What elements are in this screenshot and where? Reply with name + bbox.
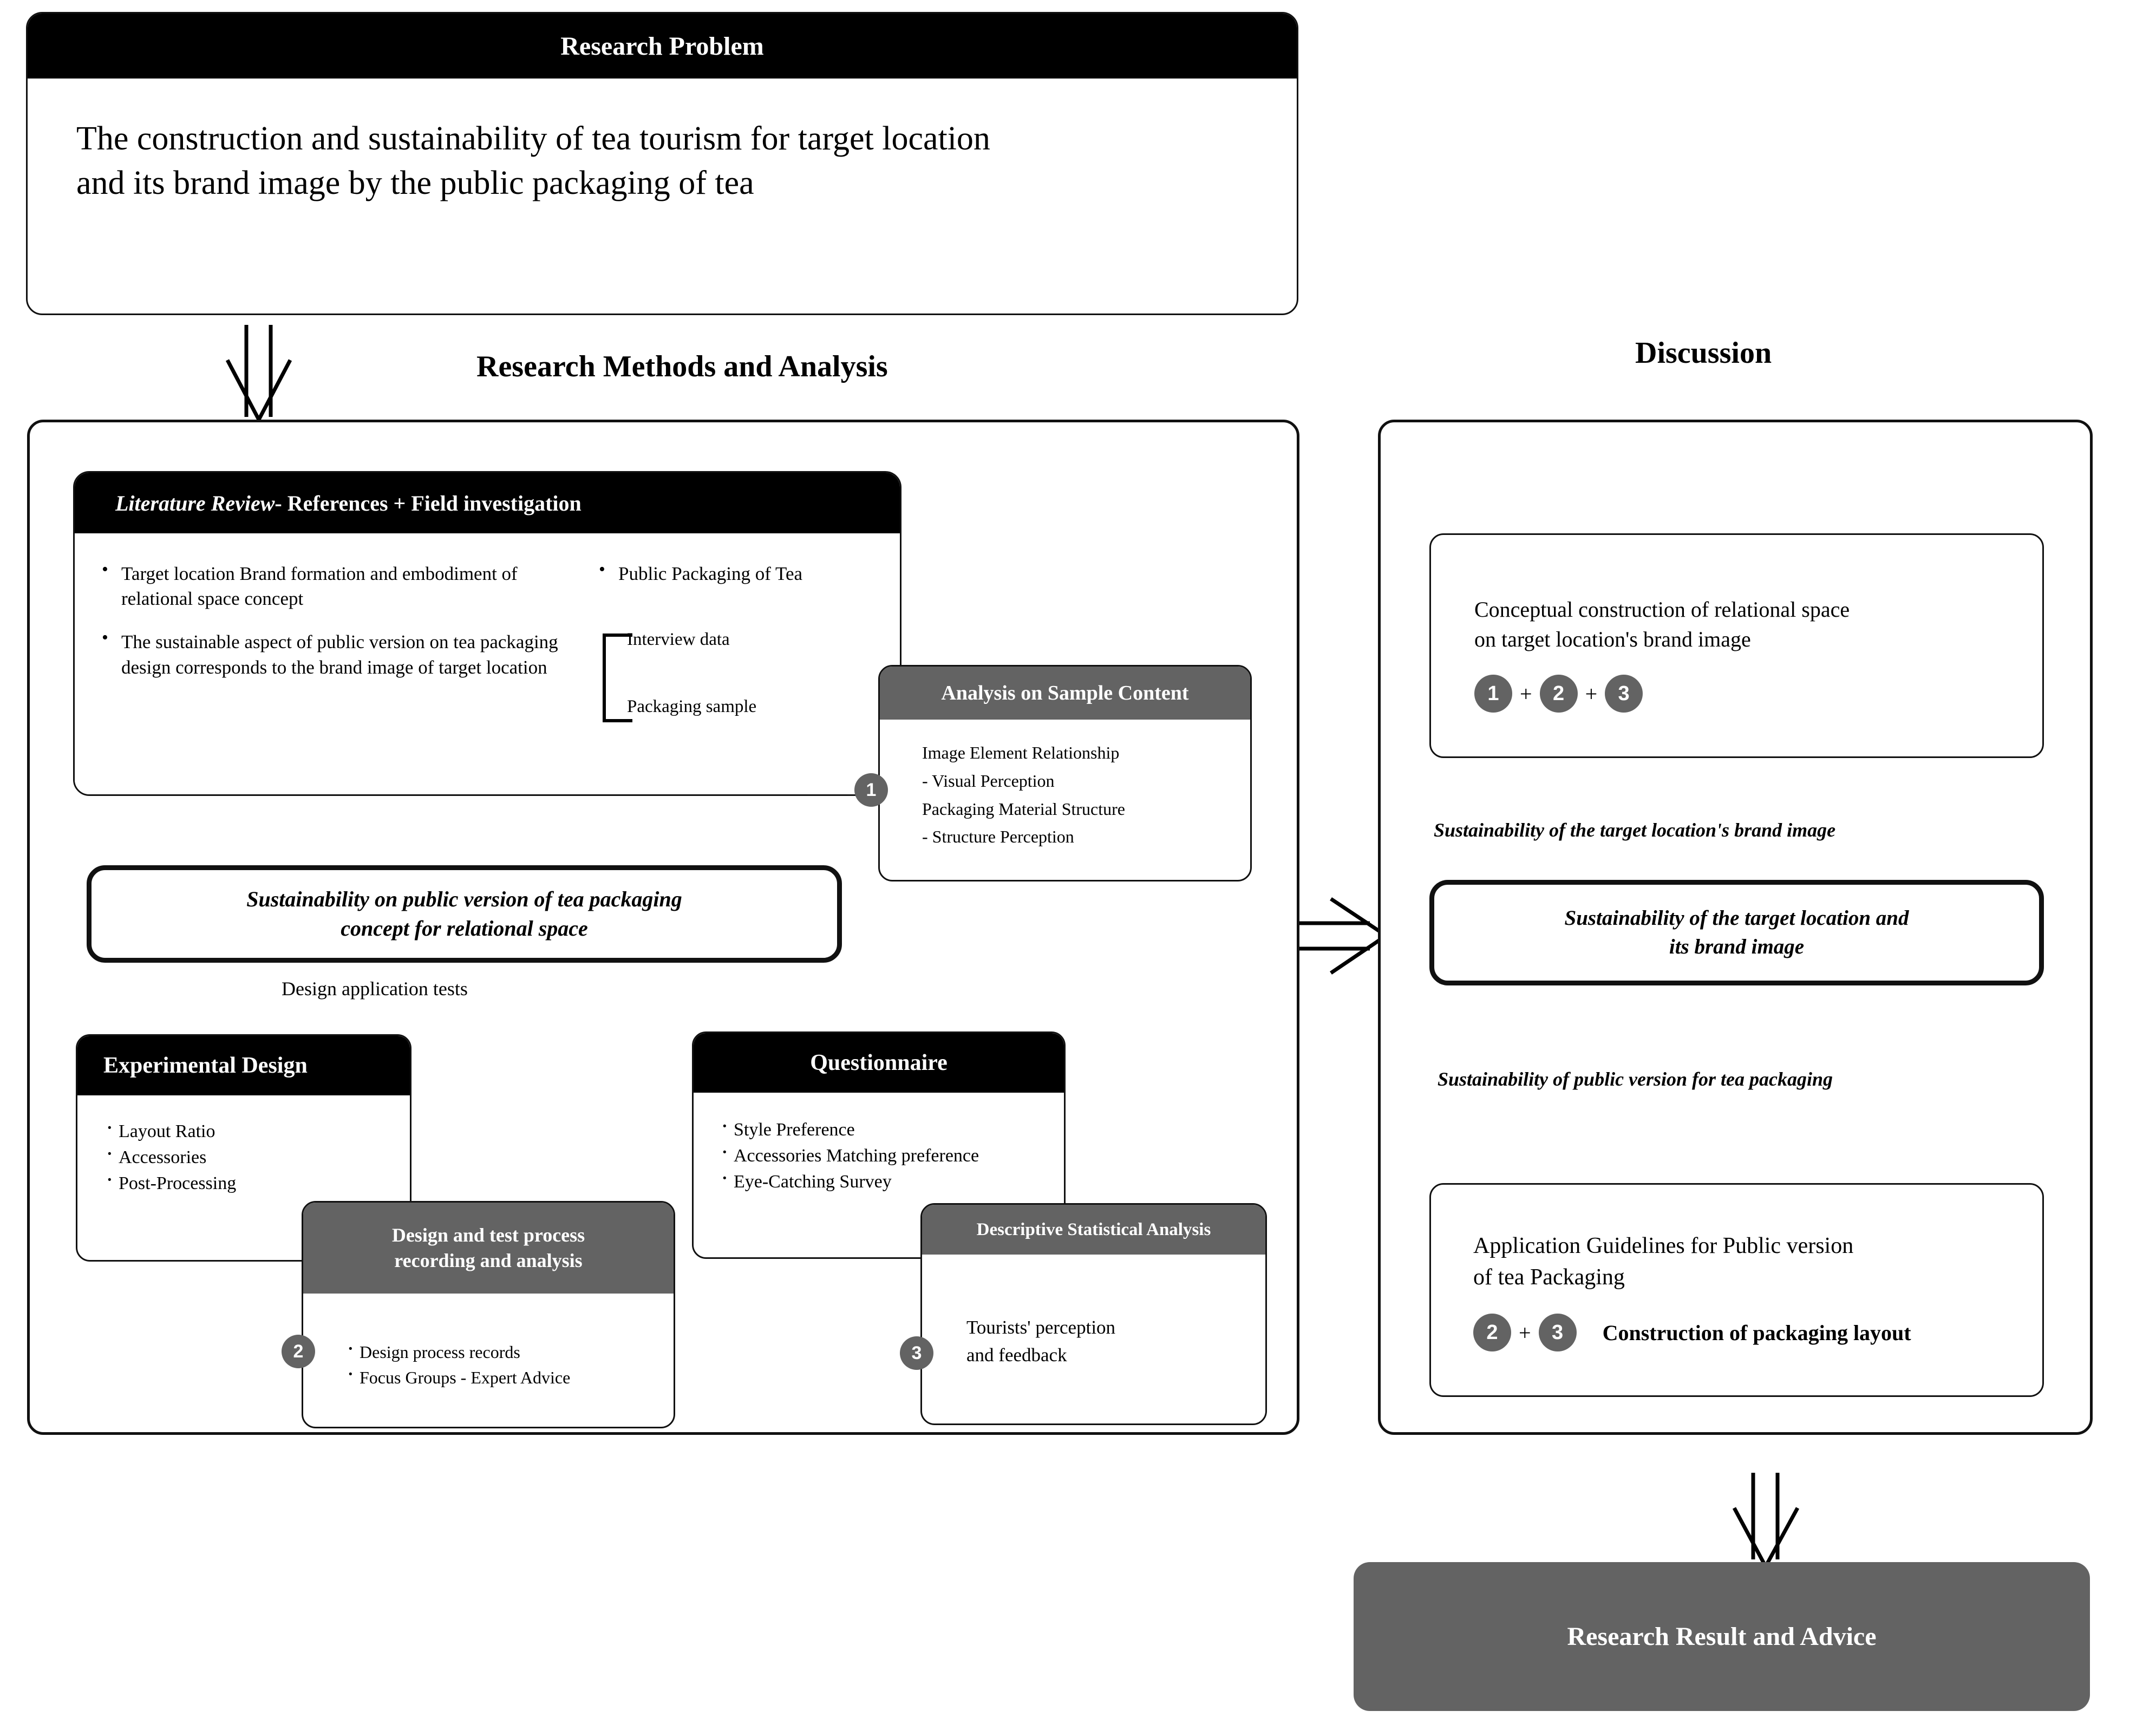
list-item: Focus Groups - Expert Advice xyxy=(341,1362,674,1388)
conceptual-construction-line1: Conceptual construction of relational sp… xyxy=(1474,597,1850,622)
questionnaire-items: Style Preference Accessories Matching pr… xyxy=(715,1114,1064,1192)
analysis-line-2: - Visual Perception xyxy=(922,770,1055,791)
discussion-edge-label-bottom: Sustainability of public version for tea… xyxy=(1438,1068,1833,1090)
experimental-design-title: Experimental Design xyxy=(103,1053,308,1078)
list-item: Target location Brand formation and embo… xyxy=(97,560,569,611)
list-item: Style Preference xyxy=(715,1114,1064,1140)
descriptive-line2: and feedback xyxy=(966,1344,1067,1366)
sustainability-target-line1: Sustainability of the target location an… xyxy=(1564,906,1909,930)
questionnaire-title: Questionnaire xyxy=(810,1050,948,1075)
badge-2: 2 xyxy=(1473,1314,1511,1351)
bracket-item-packaging-sample: Packaging sample xyxy=(627,697,757,716)
plus-sign: + xyxy=(1519,1320,1531,1345)
conceptual-badges-row: 1 + 2 + 3 xyxy=(1474,675,1643,713)
list-item: Accessories Matching preference xyxy=(715,1140,1064,1166)
application-guidelines-note: Construction of packaging layout xyxy=(1602,1320,1911,1345)
analysis-line-4: - Structure Perception xyxy=(922,827,1074,847)
literature-review-bullets-left: Target location Brand formation and embo… xyxy=(97,560,569,683)
literature-review-title-rest: - References + Field investigation xyxy=(275,491,582,515)
discussion-heading: Discussion xyxy=(1635,336,1772,370)
analysis-sample-content-title: Analysis on Sample Content xyxy=(941,682,1189,704)
sustainability-target-line2: its brand image xyxy=(1669,935,1805,958)
analysis-sample-content-title-bar: Analysis on Sample Content xyxy=(880,667,1250,720)
sustainability-concept-line1: Sustainability on public version of tea … xyxy=(246,887,682,912)
research-problem-line1: The construction and sustainability of t… xyxy=(76,120,990,157)
edge-label-design-application-tests: Design application tests xyxy=(282,978,468,1000)
descriptive-statistical-analysis-card: Descriptive Statistical Analysis Tourist… xyxy=(920,1203,1267,1425)
list-item: Accessories xyxy=(100,1142,410,1168)
sustainability-target-card: Sustainability of the target location an… xyxy=(1429,880,2044,985)
badge-2: 2 xyxy=(1539,675,1578,713)
methods-heading: Research Methods and Analysis xyxy=(476,350,888,383)
analysis-sample-content-card: Analysis on Sample Content Image Element… xyxy=(878,665,1252,881)
research-result-card: Research Result and Advice xyxy=(1354,1562,2090,1711)
research-problem-title-bar: Research Problem xyxy=(28,14,1297,79)
design-test-process-title-line2: recording and analysis xyxy=(394,1250,583,1271)
badge-2-design-test: 2 xyxy=(282,1335,315,1368)
analysis-sample-content-body: Image Element Relationship - Visual Perc… xyxy=(880,720,1250,852)
list-item: Layout Ratio xyxy=(100,1116,410,1142)
research-problem-title: Research Problem xyxy=(560,31,764,61)
list-item: Design process records xyxy=(341,1337,674,1362)
sustainability-concept-line2: concept for relational space xyxy=(341,916,588,941)
list-item: Post-Processing xyxy=(100,1168,410,1194)
double-arrow-problem-to-methods xyxy=(225,325,292,424)
questionnaire-title-bar: Questionnaire xyxy=(694,1033,1064,1093)
list-item: Public Packaging of Tea xyxy=(594,560,887,586)
research-result-title: Research Result and Advice xyxy=(1567,1622,1877,1651)
conceptual-construction-card: Conceptual construction of relational sp… xyxy=(1429,533,2044,758)
descriptive-line1: Tourists' perception xyxy=(966,1317,1116,1338)
application-guidelines-card: Application Guidelines for Public versio… xyxy=(1429,1183,2044,1397)
research-problem-line2: and its brand image by the public packag… xyxy=(76,165,754,202)
analysis-line-1: Image Element Relationship xyxy=(922,743,1120,762)
bracket-item-interview-data: Interview data xyxy=(627,630,730,649)
badge-3: 3 xyxy=(1605,675,1643,713)
experimental-design-title-bar: Experimental Design xyxy=(77,1036,410,1095)
double-arrow-discussion-to-result xyxy=(1732,1473,1800,1571)
conceptual-construction-line2: on target location's brand image xyxy=(1474,627,1751,652)
badge-1: 1 xyxy=(1474,675,1512,713)
badge-1-analysis: 1 xyxy=(854,773,888,807)
badge-3-descriptive: 3 xyxy=(900,1336,933,1370)
literature-review-title-italic: Literature Review xyxy=(115,491,275,515)
literature-review-bullets-right: Public Packaging of Tea xyxy=(594,560,887,590)
panel-transition-arrow xyxy=(1299,897,1390,975)
list-item: Eye-Catching Survey xyxy=(715,1166,1064,1192)
research-problem-card: Research Problem The construction and su… xyxy=(26,12,1298,315)
descriptive-statistical-analysis-title: Descriptive Statistical Analysis xyxy=(976,1219,1211,1239)
bracket-icon xyxy=(603,634,632,722)
analysis-line-3: Packaging Material Structure xyxy=(922,799,1125,819)
plus-sign: + xyxy=(1520,681,1532,706)
application-guidelines-line2: of tea Packaging xyxy=(1473,1264,1625,1290)
literature-review-card: Literature Review - References + Field i… xyxy=(73,471,901,796)
discussion-edge-label-top: Sustainability of the target location's … xyxy=(1434,819,1836,841)
design-test-process-card: Design and test process recording and an… xyxy=(302,1201,675,1428)
literature-review-title-bar: Literature Review - References + Field i… xyxy=(75,473,900,533)
design-test-process-title-line1: Design and test process xyxy=(391,1224,585,1246)
list-item: The sustainable aspect of public version… xyxy=(97,629,569,680)
experimental-design-items: Layout Ratio Accessories Post-Processing xyxy=(100,1116,410,1194)
research-problem-body: The construction and sustainability of t… xyxy=(28,79,1297,206)
plus-sign: + xyxy=(1585,681,1598,706)
application-guidelines-badges-row: 2 + 3 Construction of packaging layout xyxy=(1473,1314,1911,1351)
descriptive-statistical-analysis-title-bar: Descriptive Statistical Analysis xyxy=(922,1205,1265,1255)
design-test-process-items: Design process records Focus Groups - Ex… xyxy=(341,1337,674,1388)
application-guidelines-line1: Application Guidelines for Public versio… xyxy=(1473,1233,1854,1258)
sustainability-concept-card: Sustainability on public version of tea … xyxy=(87,865,842,963)
badge-3: 3 xyxy=(1538,1314,1577,1351)
design-test-process-title-bar: Design and test process recording and an… xyxy=(303,1203,674,1294)
